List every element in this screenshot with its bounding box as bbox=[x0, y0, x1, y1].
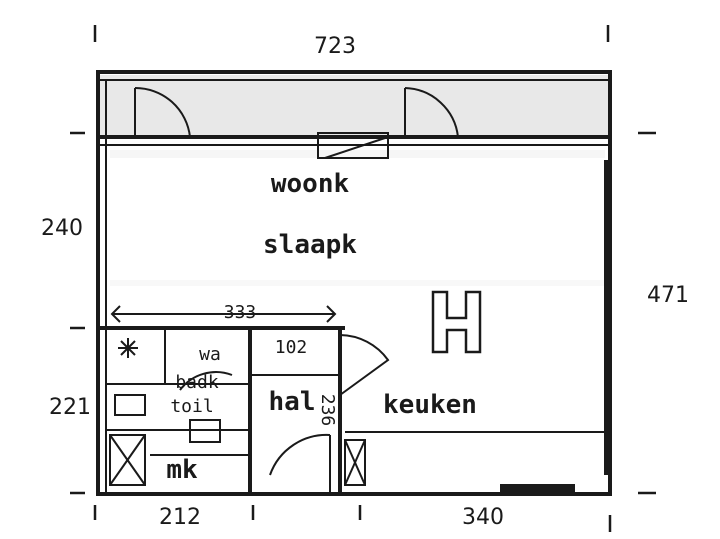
room-label-mk: mk bbox=[166, 455, 198, 485]
dimension-bottom-right: 340 bbox=[462, 505, 504, 530]
dimension-left-lower: 221 bbox=[49, 395, 91, 420]
room-label-slaapk: slaapk bbox=[263, 230, 357, 260]
dimension-ticks bbox=[70, 25, 656, 532]
dimension-inner-width: 333 bbox=[224, 302, 257, 323]
scan-texture bbox=[100, 75, 610, 286]
dimension-left-upper: 240 bbox=[41, 216, 83, 241]
interior-walls bbox=[98, 326, 608, 494]
balcony-doors bbox=[134, 86, 459, 159]
room-label-keuken: keuken bbox=[383, 390, 477, 420]
outer-walls bbox=[96, 70, 612, 496]
interior-doors bbox=[179, 334, 390, 494]
room-label-woonk: woonk bbox=[271, 169, 350, 199]
dimension-hall-width: 102 bbox=[275, 337, 308, 358]
room-label-badk: badk bbox=[175, 372, 219, 393]
fixtures bbox=[109, 338, 366, 486]
dimension-right: 471 bbox=[647, 283, 689, 308]
dimension-top: 723 bbox=[314, 34, 356, 59]
dimension-bottom-left: 212 bbox=[159, 505, 201, 530]
room-label-wa: wa bbox=[199, 344, 221, 365]
dimension-line-333 bbox=[110, 305, 337, 323]
dimension-hall-depth: 236 bbox=[317, 394, 338, 427]
extractor-asterisk-icon bbox=[118, 338, 138, 358]
heater-symbol bbox=[431, 290, 482, 354]
room-label-hal: hal bbox=[269, 387, 316, 417]
room-label-toil: toil bbox=[170, 396, 213, 417]
